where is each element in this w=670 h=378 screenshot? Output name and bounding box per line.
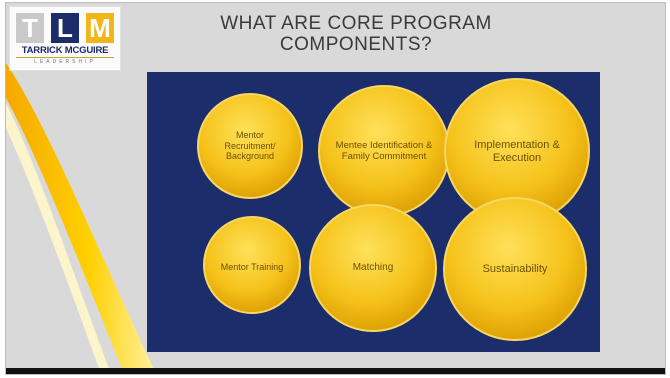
- label-mentee-identification: Mentee Identification & Family Commitmen…: [335, 140, 433, 162]
- logo-letter-l: L: [51, 13, 79, 43]
- slide-title: WHAT ARE CORE PROGRAM COMPONENTS?: [186, 13, 526, 55]
- label-mentor-recruitment: Mentor Recruitment/ Background: [224, 130, 276, 162]
- decorative-swoosh: [6, 63, 156, 374]
- circles-graphic: [197, 78, 590, 341]
- label-matching: Matching: [352, 262, 394, 274]
- slide: T L M TARRICK MCGUIRE LEADERSHIP WHAT AR…: [5, 2, 666, 375]
- circle-sustainability: [443, 197, 587, 341]
- components-panel: Mentor Recruitment/ Background Mentee Id…: [147, 72, 600, 352]
- circle-matching: [309, 204, 437, 332]
- label-implementation: Implementation & Execution: [474, 139, 560, 164]
- logo-letter-m: M: [86, 13, 114, 43]
- title-line-2: COMPONENTS?: [279, 34, 433, 55]
- circle-mentor-recruitment: [197, 93, 303, 199]
- logo-divider: [16, 57, 114, 58]
- logo-name: TARRICK MCGUIRE: [21, 45, 109, 56]
- logo-tagline: LEADERSHIP: [34, 59, 96, 65]
- circle-mentor-training: [203, 216, 301, 314]
- label-mentor-training: Mentor Training: [220, 261, 284, 272]
- logo-letter-t: T: [16, 13, 44, 43]
- company-logo: T L M TARRICK MCGUIRE LEADERSHIP: [9, 6, 121, 71]
- label-sustainability: Sustainability: [482, 262, 548, 275]
- title-line-1: WHAT ARE CORE PROGRAM: [220, 13, 492, 34]
- bottom-bar: [6, 368, 665, 374]
